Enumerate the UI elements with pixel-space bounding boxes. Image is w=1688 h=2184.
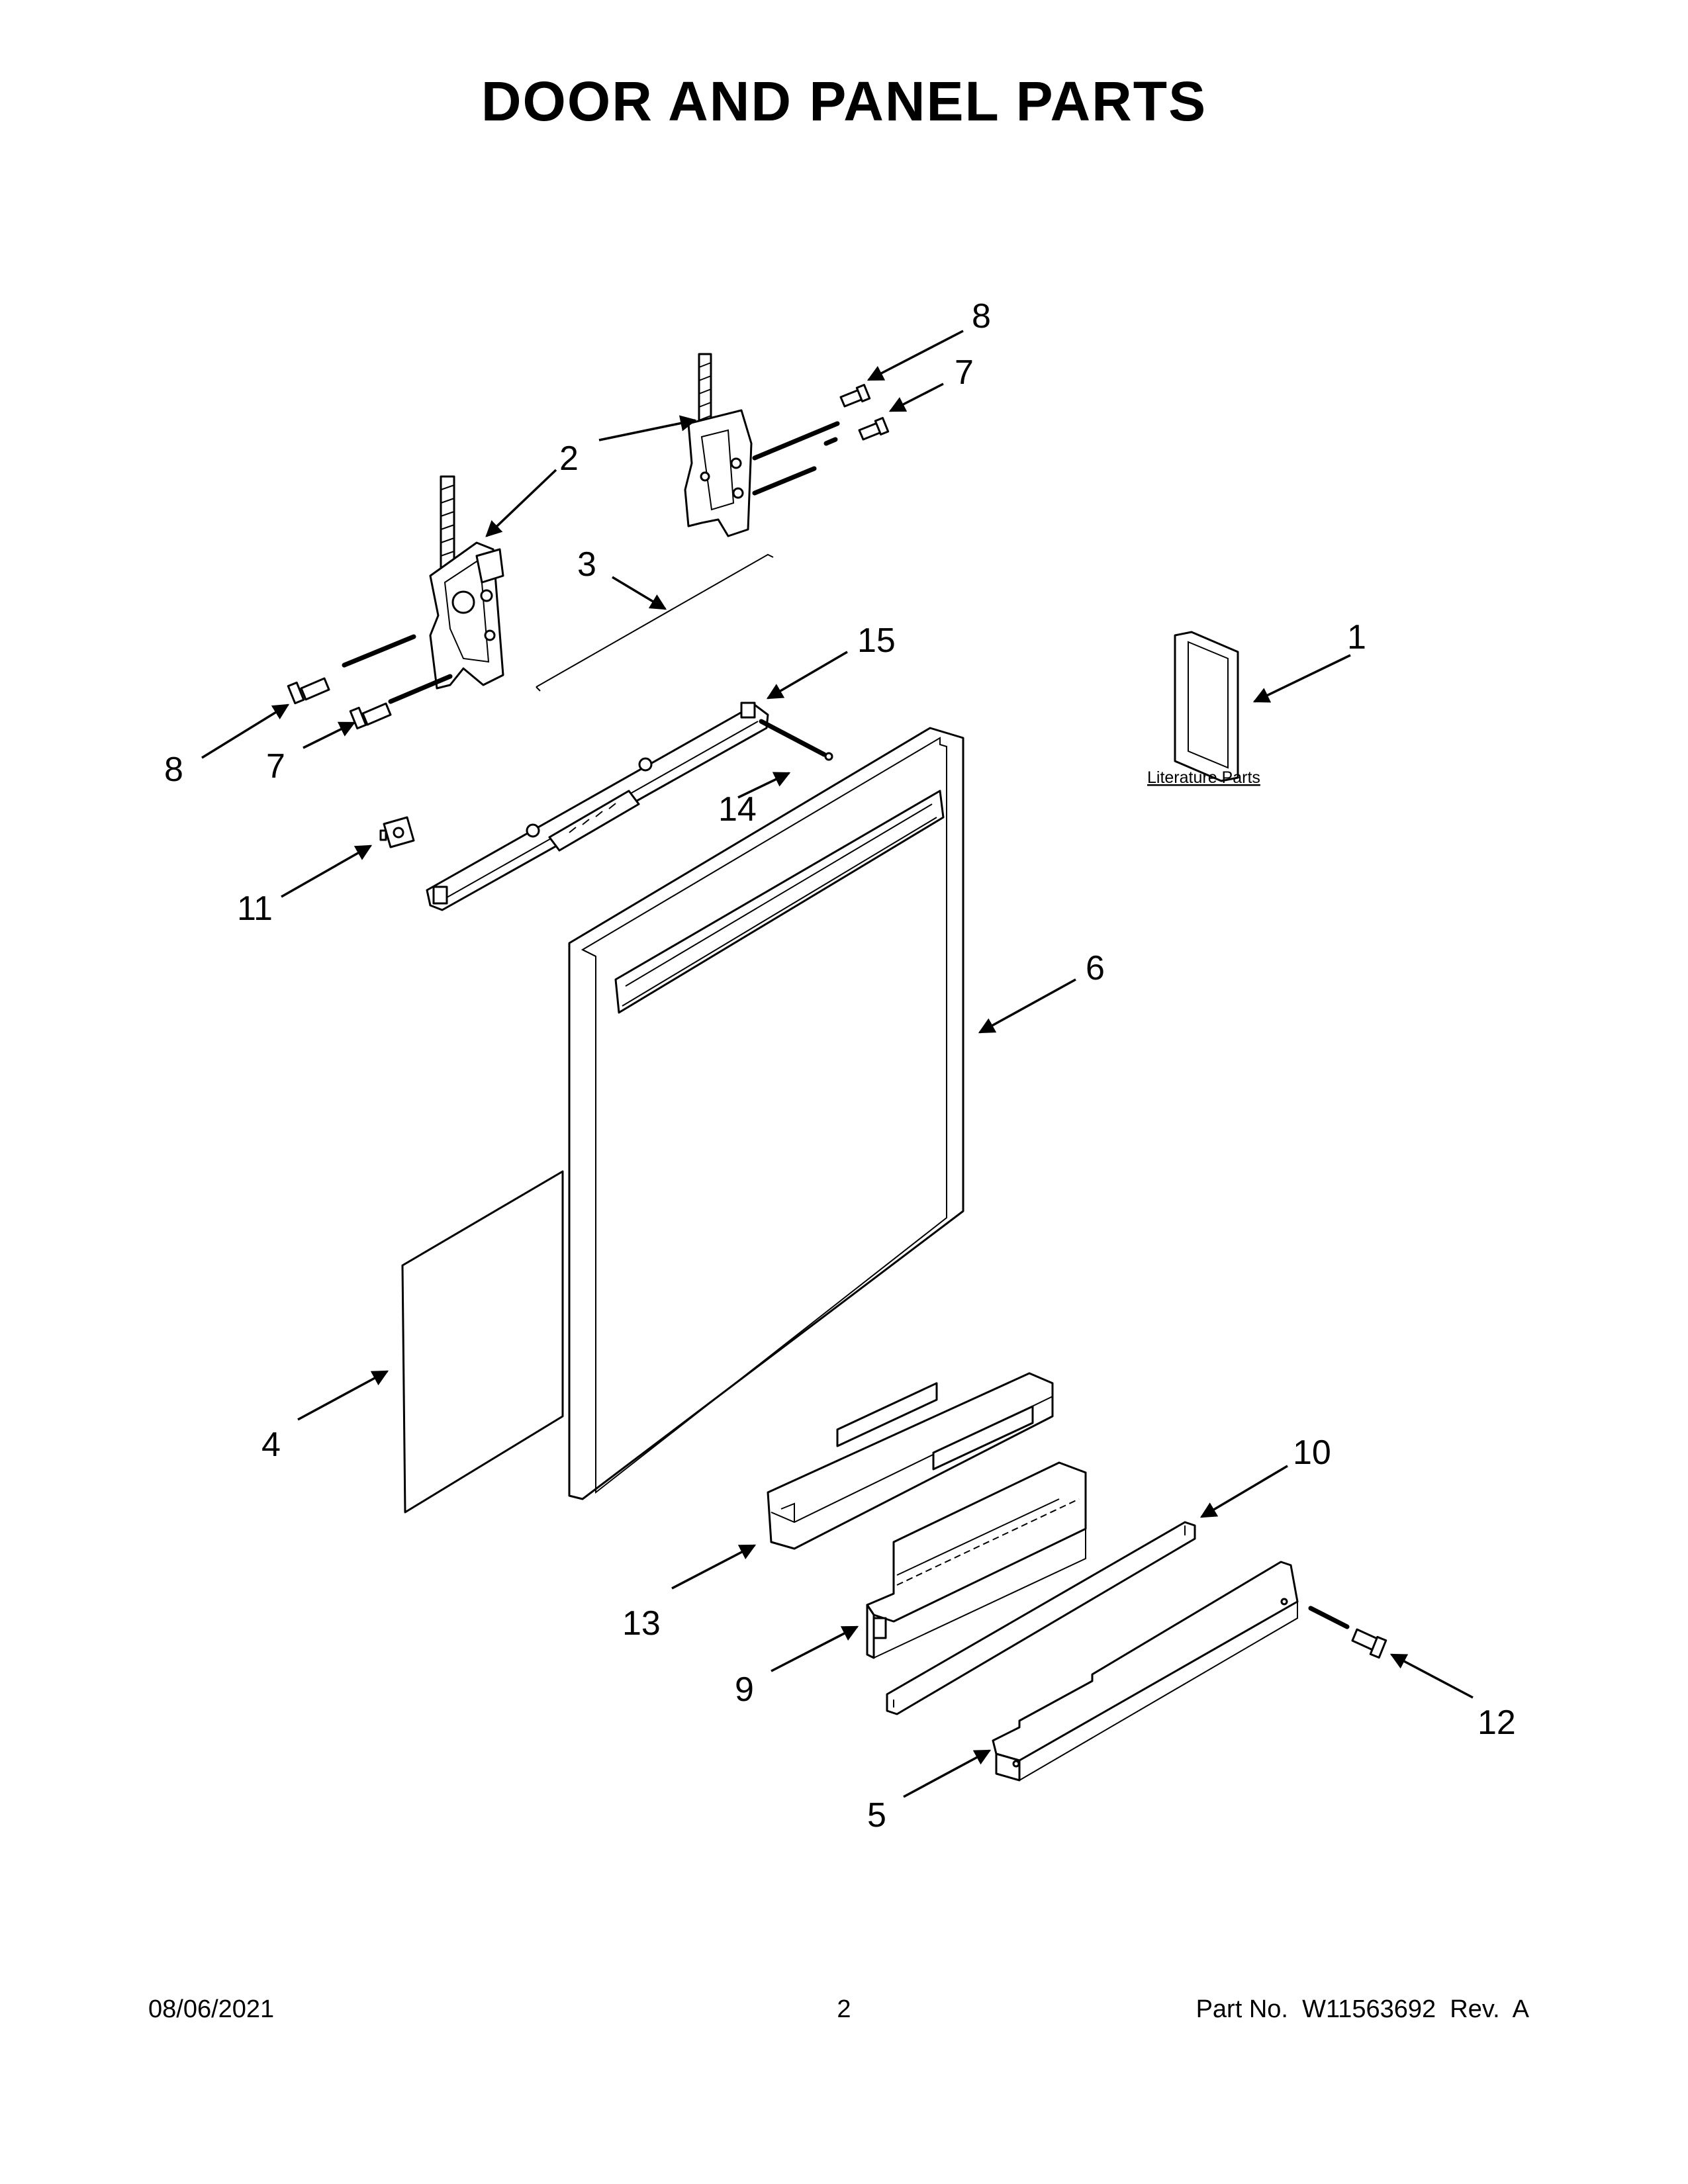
insulation-sheet-drawing	[401, 1170, 564, 1514]
callout-12: 12	[1477, 1704, 1516, 1742]
strip-10-drawing	[886, 1521, 1196, 1715]
callout-14: 14	[718, 790, 757, 829]
literature-parts-label: Literature Parts	[1147, 768, 1260, 787]
footer-part-number: Part No. W11563692 Rev. A	[1196, 1995, 1529, 2023]
footer-date: 08/06/2021	[148, 1995, 275, 2023]
callout-7-left: 7	[266, 747, 285, 786]
footer-page-number: 2	[837, 1995, 851, 2023]
callout-13: 13	[622, 1604, 661, 1643]
callout-8-left: 8	[164, 751, 183, 789]
callout-1: 1	[1347, 618, 1366, 657]
screw-7-left-drawing	[349, 702, 392, 730]
literature-booklet-drawing	[1174, 631, 1239, 782]
hinge-left-drawing	[429, 475, 504, 690]
page-title: DOOR AND PANEL PARTS	[481, 70, 1207, 132]
callout-2: 2	[559, 439, 579, 478]
callout-6: 6	[1086, 949, 1105, 987]
screw-8-left-drawing	[287, 677, 330, 705]
hinge-right-drawing	[684, 353, 753, 537]
toekick-block-9-drawing	[866, 1461, 1087, 1659]
screw-12-drawing	[1351, 1628, 1387, 1659]
toe-panel-5-drawing	[992, 1561, 1299, 1782]
callout-4: 4	[261, 1426, 281, 1464]
callout-9: 9	[735, 1670, 754, 1709]
callout-11: 11	[237, 889, 273, 928]
toekick-block-13-drawing	[767, 1372, 1054, 1550]
door-wire-drawing	[536, 553, 774, 692]
small-screw-14-drawing	[759, 719, 833, 761]
clip-11-drawing	[379, 816, 415, 848]
callout-3: 3	[577, 545, 596, 584]
screw-8-top-drawing	[839, 384, 871, 408]
vent-assembly-drawing	[426, 702, 769, 911]
callout-7-top: 7	[955, 353, 974, 392]
screw-7-top-drawing	[858, 417, 890, 441]
callout-5: 5	[867, 1796, 886, 1835]
callout-8-top: 8	[972, 297, 991, 336]
callout-10: 10	[1293, 1433, 1331, 1472]
callout-15: 15	[857, 621, 896, 660]
door-panel-drawing	[568, 727, 964, 1500]
